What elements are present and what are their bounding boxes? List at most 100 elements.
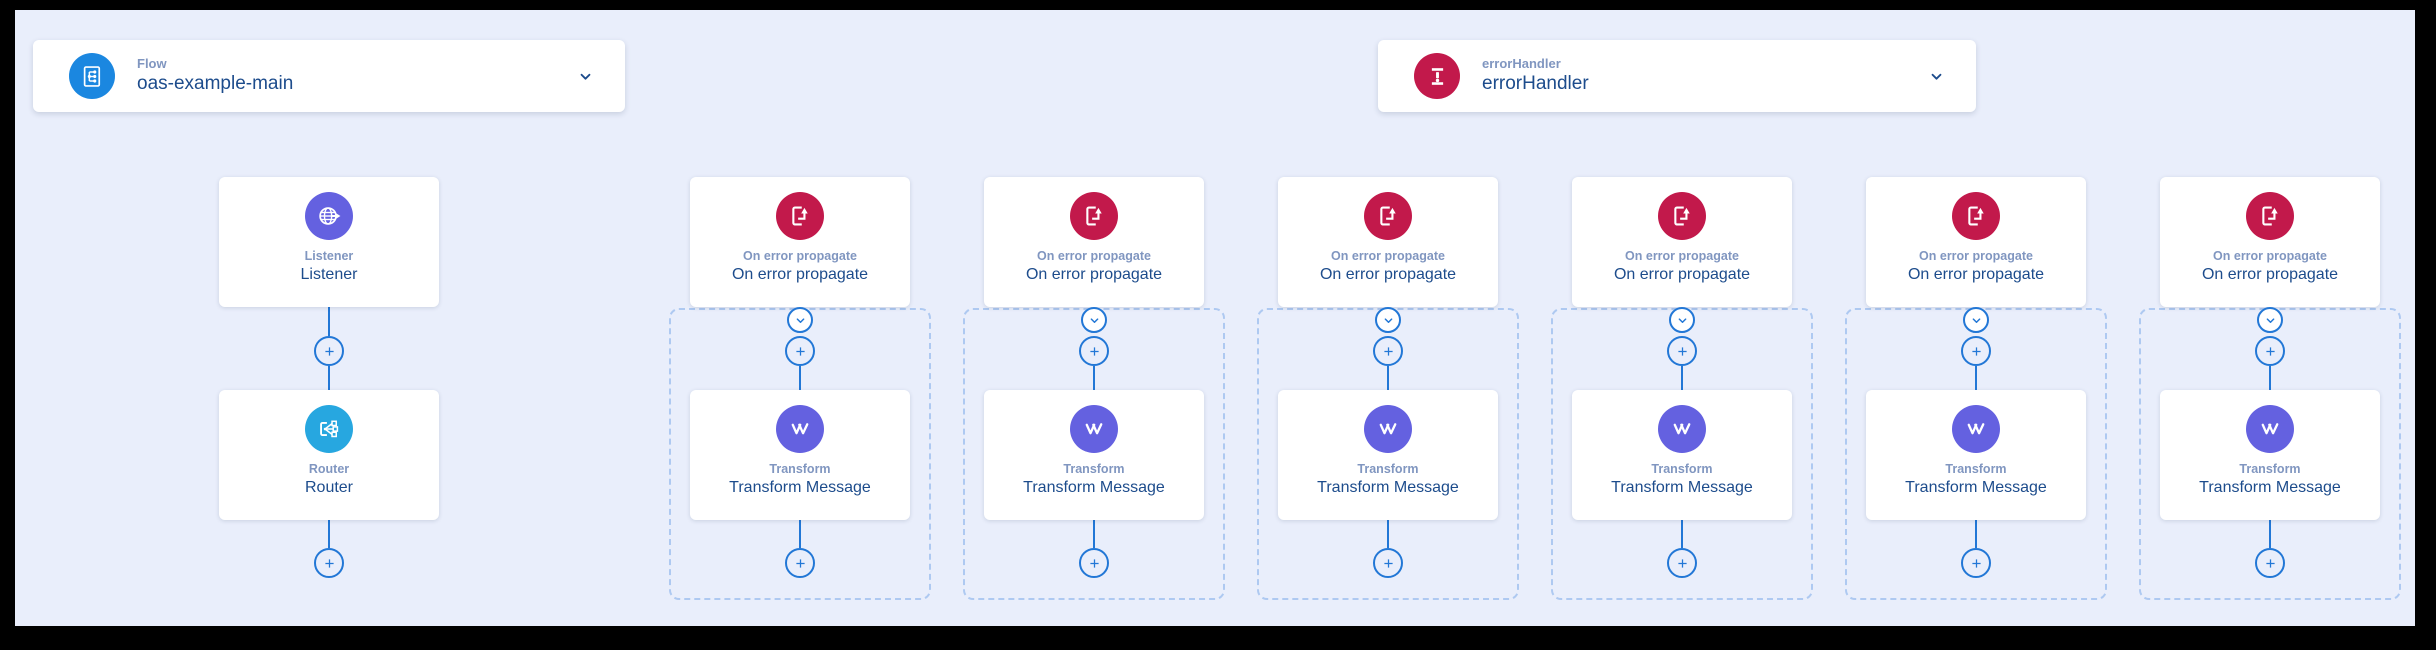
flow-selector[interactable]: Flow oas-example-main bbox=[33, 40, 625, 112]
node-name: Transform Message bbox=[1611, 479, 1753, 496]
error-scope-lane: On error propagate On error propagate Tr… bbox=[2139, 177, 2401, 600]
on-error-propagate-icon bbox=[776, 192, 824, 240]
connector-line bbox=[799, 366, 801, 390]
add-component-button[interactable] bbox=[2255, 336, 2285, 366]
transform-message-card[interactable]: Transform Transform Message bbox=[2160, 390, 2380, 520]
add-component-button[interactable] bbox=[1079, 548, 1109, 578]
node-type-label: Transform bbox=[769, 462, 831, 476]
connector-line bbox=[1093, 520, 1095, 548]
on-error-propagate-card[interactable]: On error propagate On error propagate bbox=[690, 177, 910, 307]
node-type-label: Transform bbox=[1651, 462, 1713, 476]
node-type-label: On error propagate bbox=[743, 249, 857, 263]
chevron-down-icon[interactable] bbox=[576, 67, 595, 86]
add-component-button[interactable] bbox=[1667, 548, 1697, 578]
router-node-card[interactable]: Router Router bbox=[219, 390, 439, 520]
connector-line bbox=[799, 520, 801, 548]
connector-line bbox=[328, 520, 330, 548]
transform-message-card[interactable]: Transform Transform Message bbox=[1572, 390, 1792, 520]
node-name: On error propagate bbox=[1025, 266, 1163, 283]
chevron-down-icon[interactable] bbox=[1927, 67, 1946, 86]
node-name: Transform Message bbox=[1905, 479, 2047, 496]
dataweave-transform-icon bbox=[2246, 405, 2294, 453]
node-type-label: Router bbox=[308, 462, 350, 476]
node-type-label: On error propagate bbox=[1331, 249, 1445, 263]
error-scope-lane: On error propagate On error propagate Tr… bbox=[669, 177, 931, 600]
dataweave-transform-icon bbox=[776, 405, 824, 453]
node-name: Router bbox=[304, 479, 354, 496]
node-name: On error propagate bbox=[731, 266, 869, 283]
transform-message-card[interactable]: Transform Transform Message bbox=[1278, 390, 1498, 520]
add-component-button[interactable] bbox=[1961, 548, 1991, 578]
add-component-button[interactable] bbox=[2255, 548, 2285, 578]
listener-node-card[interactable]: Listener Listener bbox=[219, 177, 439, 307]
flow-selector-label: Flow bbox=[137, 55, 167, 71]
on-error-propagate-card[interactable]: On error propagate On error propagate bbox=[984, 177, 1204, 307]
dataweave-transform-icon bbox=[1658, 405, 1706, 453]
node-type-label: On error propagate bbox=[2213, 249, 2327, 263]
node-name: On error propagate bbox=[2201, 266, 2339, 283]
transform-message-card[interactable]: Transform Transform Message bbox=[690, 390, 910, 520]
collapse-scope-button[interactable] bbox=[1375, 307, 1401, 333]
node-name: On error propagate bbox=[1319, 266, 1457, 283]
node-name: Transform Message bbox=[1023, 479, 1165, 496]
on-error-propagate-icon bbox=[1658, 192, 1706, 240]
on-error-propagate-card[interactable]: On error propagate On error propagate bbox=[1572, 177, 1792, 307]
node-name: On error propagate bbox=[1907, 266, 2045, 283]
node-name: Transform Message bbox=[1317, 479, 1459, 496]
on-error-propagate-card[interactable]: On error propagate On error propagate bbox=[1866, 177, 2086, 307]
node-type-label: Transform bbox=[1945, 462, 2007, 476]
connector-line bbox=[1681, 366, 1683, 390]
on-error-propagate-card[interactable]: On error propagate On error propagate bbox=[1278, 177, 1498, 307]
error-handler-selector-texts: errorHandler errorHandler bbox=[1482, 56, 1589, 97]
node-type-label: On error propagate bbox=[1919, 249, 2033, 263]
connector-line bbox=[1093, 366, 1095, 390]
transform-message-card[interactable]: Transform Transform Message bbox=[984, 390, 1204, 520]
add-component-button[interactable] bbox=[314, 336, 344, 366]
http-listener-icon bbox=[305, 192, 353, 240]
add-component-button[interactable] bbox=[785, 336, 815, 366]
dataweave-transform-icon bbox=[1364, 405, 1412, 453]
connector-line bbox=[2269, 366, 2271, 390]
transform-message-card[interactable]: Transform Transform Message bbox=[1866, 390, 2086, 520]
node-name: Transform Message bbox=[729, 479, 871, 496]
collapse-scope-button[interactable] bbox=[1669, 307, 1695, 333]
error-handler-icon bbox=[1414, 53, 1460, 99]
error-scope-lane: On error propagate On error propagate Tr… bbox=[1551, 177, 1813, 600]
on-error-propagate-card[interactable]: On error propagate On error propagate bbox=[2160, 177, 2380, 307]
node-type-label: Transform bbox=[1357, 462, 1419, 476]
error-scope-lane: On error propagate On error propagate Tr… bbox=[1845, 177, 2107, 600]
node-name: Listener bbox=[300, 266, 358, 283]
error-handler-selector-title: errorHandler bbox=[1482, 72, 1589, 94]
flow-selector-title: oas-example-main bbox=[137, 72, 294, 94]
node-type-label: On error propagate bbox=[1037, 249, 1151, 263]
add-component-button[interactable] bbox=[1373, 548, 1403, 578]
connector-line bbox=[1387, 366, 1389, 390]
collapse-scope-button[interactable] bbox=[2257, 307, 2283, 333]
node-type-label: Listener bbox=[304, 249, 354, 263]
connector-line bbox=[328, 307, 330, 336]
node-name: Transform Message bbox=[2199, 479, 2341, 496]
add-component-button[interactable] bbox=[1961, 336, 1991, 366]
on-error-propagate-icon bbox=[1070, 192, 1118, 240]
node-type-label: Transform bbox=[2239, 462, 2301, 476]
connector-line bbox=[1681, 520, 1683, 548]
connector-line bbox=[1387, 520, 1389, 548]
flow-selector-texts: Flow oas-example-main bbox=[137, 56, 293, 97]
node-type-label: On error propagate bbox=[1625, 249, 1739, 263]
add-component-button[interactable] bbox=[785, 548, 815, 578]
add-component-button[interactable] bbox=[1373, 336, 1403, 366]
connector-line bbox=[2269, 520, 2271, 548]
add-component-button[interactable] bbox=[1667, 336, 1697, 366]
collapse-scope-button[interactable] bbox=[1963, 307, 1989, 333]
error-handler-selector[interactable]: errorHandler errorHandler bbox=[1378, 40, 1976, 112]
collapse-scope-button[interactable] bbox=[1081, 307, 1107, 333]
error-handler-selector-label: errorHandler bbox=[1482, 55, 1561, 71]
on-error-propagate-icon bbox=[1952, 192, 2000, 240]
collapse-scope-button[interactable] bbox=[787, 307, 813, 333]
flow-designer-canvas: Flow oas-example-main errorHandler error… bbox=[15, 10, 2415, 626]
dataweave-transform-icon bbox=[1070, 405, 1118, 453]
node-name: On error propagate bbox=[1613, 266, 1751, 283]
add-component-button[interactable] bbox=[314, 548, 344, 578]
add-component-button[interactable] bbox=[1079, 336, 1109, 366]
dataweave-transform-icon bbox=[1952, 405, 2000, 453]
